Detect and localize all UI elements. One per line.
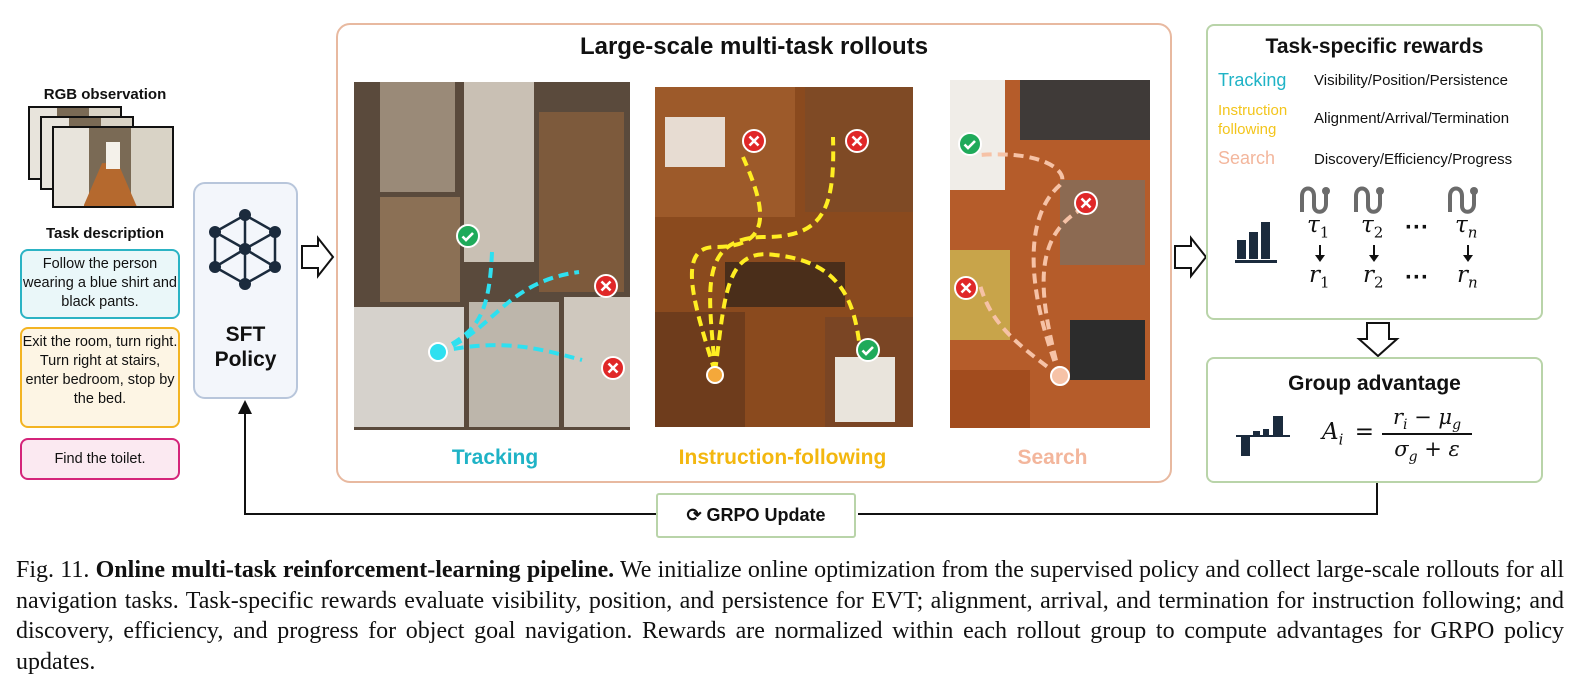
tau-dots: ···: [1405, 214, 1429, 241]
label-instruction-following: Instruction-following: [678, 446, 887, 469]
fraction-bar: [1382, 433, 1472, 435]
task-instruction: Exit the room, turn right. Turn right at…: [20, 327, 180, 428]
caption-prefix: Fig. 11.: [16, 557, 96, 583]
r-dots: ···: [1405, 264, 1429, 291]
fail-icon: [601, 356, 625, 385]
reward-desc-tracking: Visibility/Position/Persistence: [1314, 72, 1508, 89]
arrow-rollouts-to-rewards: [1174, 235, 1208, 279]
fail-icon: [742, 129, 766, 158]
advantage-denominator: σg + ε: [1394, 437, 1460, 466]
task-tracking: Follow the person wearing a blue shirt a…: [20, 249, 180, 319]
success-icon: [456, 224, 480, 253]
reward-name-search: Search: [1218, 148, 1276, 168]
sft-policy-label: SFT Policy: [193, 322, 298, 372]
grpo-feedback-line-left: [244, 412, 656, 515]
reward-name-instruction: Instruction following: [1218, 102, 1288, 138]
rgb-observation-title: RGB observation: [43, 86, 167, 103]
grpo-update-label: GRPO Update: [706, 505, 826, 525]
success-icon: [856, 338, 880, 367]
rewards-box: [1206, 24, 1543, 320]
bar-chart-icon: [1235, 222, 1277, 263]
arrow-rewards-to-advantage: [1356, 322, 1400, 358]
fail-icon: [594, 274, 618, 303]
tracking-paths: [428, 251, 583, 362]
advantage-lhs: Ai =: [1322, 419, 1375, 449]
trajectory-icons: [1300, 186, 1478, 214]
normalized-bars-icon: [1236, 416, 1290, 456]
reward-desc-instruction: Alignment/Arrival/Termination: [1314, 110, 1510, 127]
label-search: Search: [1017, 446, 1088, 469]
grpo-feedback-line: [858, 483, 1378, 515]
tracking-map: [354, 82, 630, 430]
caption-body: We initialize online optimization from t…: [16, 557, 1564, 675]
task-search: Find the toilet.: [20, 438, 180, 480]
r-2: r2: [1363, 262, 1384, 292]
caption-title: Online multi-task reinforcement-learning…: [95, 557, 615, 583]
fail-icon: [1074, 191, 1098, 220]
tau-n: τn: [1455, 212, 1478, 242]
r-1: r1: [1309, 262, 1330, 292]
instruction-paths: [689, 136, 862, 384]
success-icon: [958, 132, 982, 161]
search-paths: [978, 152, 1082, 386]
advantage-box: [1206, 357, 1543, 483]
rgb-frame-front: [52, 126, 174, 208]
advantage-numerator: ri − μg: [1392, 405, 1462, 434]
r-n: rn: [1457, 262, 1478, 292]
rewards-title: Task-specific rewards: [1265, 35, 1484, 58]
tau-to-r-arrows: [1315, 245, 1473, 262]
task-description-title: Task description: [45, 225, 165, 242]
fail-icon: [954, 276, 978, 305]
advantage-title: Group advantage: [1288, 372, 1461, 395]
fail-icon: [845, 129, 869, 158]
network-icon: [209, 209, 281, 290]
grpo-feedback-arrowhead: [238, 400, 252, 414]
tau-2: τ2: [1361, 212, 1384, 242]
tau-1: τ1: [1307, 212, 1330, 242]
arrow-sft-to-rollouts: [301, 235, 335, 279]
reward-name-tracking: Tracking: [1218, 70, 1287, 90]
instruction-map: [655, 87, 913, 427]
grpo-update-box: ⟳ GRPO Update: [656, 493, 856, 538]
reward-desc-search: Discovery/Efficiency/Progress: [1314, 151, 1513, 168]
rollouts-title: Large-scale multi-task rollouts: [579, 33, 929, 60]
figure-caption: Fig. 11. Online multi-task reinforcement…: [16, 555, 1564, 677]
refresh-icon: ⟳: [686, 505, 702, 525]
label-tracking: Tracking: [451, 446, 539, 469]
connectors: [238, 235, 1400, 515]
sft-label-line1: SFT: [225, 323, 266, 346]
sft-label-line2: Policy: [214, 348, 277, 371]
